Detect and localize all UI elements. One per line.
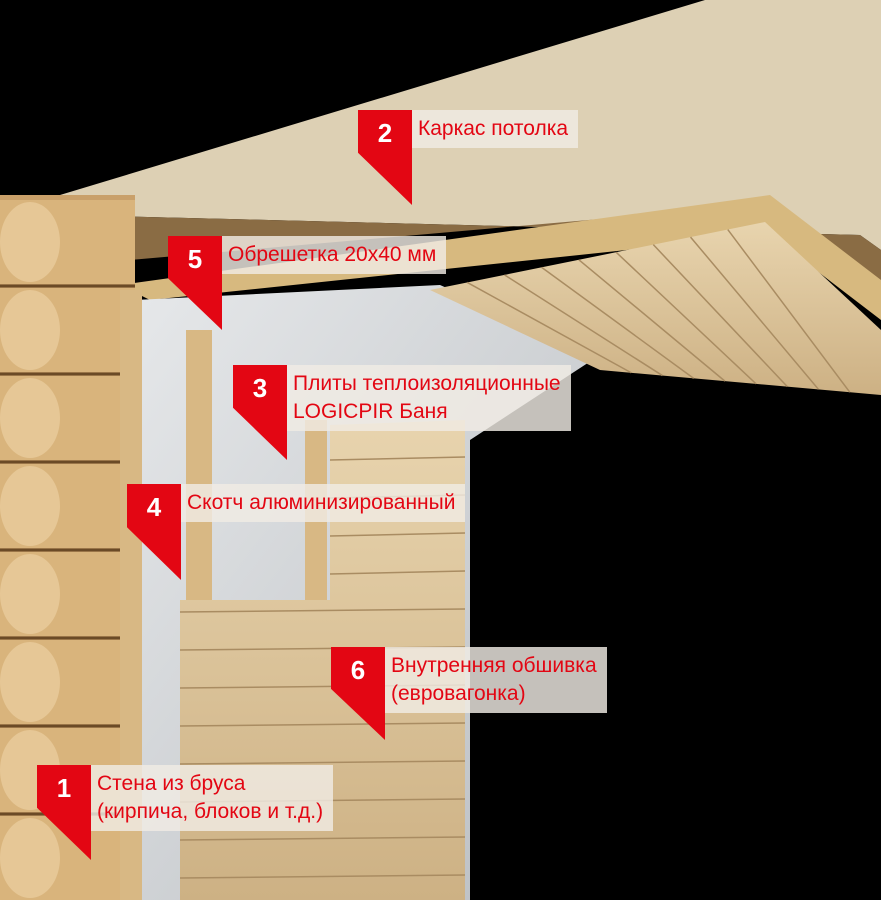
panel-seam xyxy=(466,281,632,374)
ceiling-frame-beam xyxy=(120,195,881,320)
panel-seam xyxy=(652,244,788,388)
panel-seam xyxy=(179,608,466,613)
panel-seam xyxy=(615,251,757,385)
panel-seam xyxy=(504,274,663,377)
callout-label: Плиты теплоизоляционные LOGICPIR Баня xyxy=(287,365,571,431)
panel-seam xyxy=(329,456,466,461)
panel-seam xyxy=(179,722,466,727)
label-line: Внутренняя обшивка xyxy=(391,654,597,677)
panel-seam xyxy=(179,760,466,765)
label-line: Стена из бруса xyxy=(97,772,246,795)
panel-seam xyxy=(179,836,466,841)
ceiling-paneling xyxy=(430,222,881,395)
panel-seam xyxy=(578,259,726,382)
callout-label: Стена из бруса (кирпича, блоков и т.д.) xyxy=(91,765,334,831)
label-line: Обрешетка 20х40 мм xyxy=(228,243,437,266)
callout-label: Обрешетка 20х40 мм xyxy=(222,236,447,274)
log-end-grain xyxy=(0,642,60,722)
log-end-grain xyxy=(0,554,60,634)
callout-badge: 3 xyxy=(233,365,287,460)
panel-seam xyxy=(329,570,466,575)
panel-seam xyxy=(689,236,820,390)
label-line: Плиты теплоизоляционные xyxy=(293,372,561,395)
callout-label: Каркас потолка xyxy=(412,110,579,148)
label-line: Скотч алюминизированный xyxy=(187,491,456,514)
log-end-grain xyxy=(0,202,60,282)
label-line: LOGICPIR Баня xyxy=(293,400,448,423)
callout-label: Внутренняя обшивка (евровагонка) xyxy=(385,647,607,713)
label-line: (евровагонка) xyxy=(391,682,526,705)
log-end-grain xyxy=(0,466,60,546)
panel-seam xyxy=(727,229,851,393)
label-line: (кирпича, блоков и т.д.) xyxy=(97,800,324,823)
panel-seam xyxy=(541,266,695,379)
callout-label: Скотч алюминизированный xyxy=(181,484,466,522)
log-end-grain xyxy=(0,818,60,898)
log-end-grain xyxy=(0,290,60,370)
label-line: Каркас потолка xyxy=(418,117,569,140)
batten xyxy=(120,290,142,900)
panel-seam xyxy=(329,532,466,537)
batten xyxy=(186,330,212,600)
panel-seam xyxy=(179,874,466,879)
log-end-grain xyxy=(0,378,60,458)
